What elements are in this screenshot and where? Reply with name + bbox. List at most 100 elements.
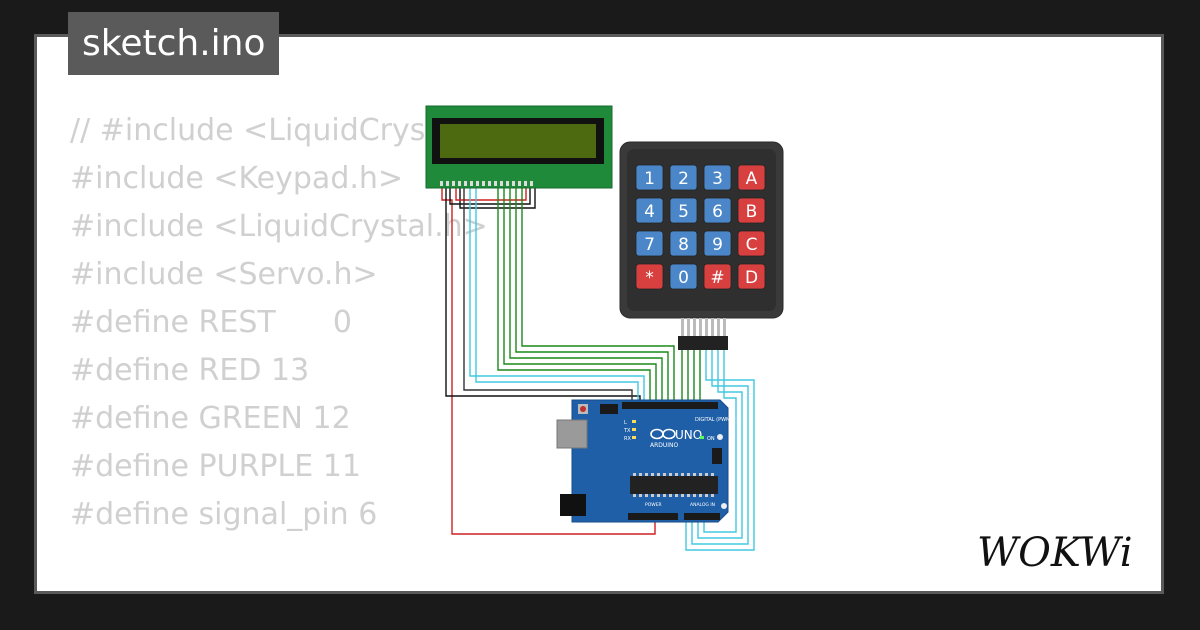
lcd-pin: [518, 181, 521, 186]
keypad-key-label: B: [746, 202, 758, 222]
lcd-pin-header: [440, 181, 533, 186]
power-header: [628, 513, 678, 520]
keypad-key[interactable]: 0: [669, 263, 698, 290]
file-tab[interactable]: sketch.ino: [68, 12, 280, 75]
analog-header: [684, 513, 720, 520]
arduino-logo-icon: [650, 428, 676, 440]
keypad-key[interactable]: 8: [669, 230, 698, 257]
keypad-key[interactable]: #: [703, 263, 732, 290]
rx-label: RX: [624, 436, 631, 442]
chip-pin: [633, 494, 636, 497]
lcd-pin: [500, 181, 503, 186]
ribbon-pin: [699, 318, 702, 336]
power-jack: [560, 494, 586, 516]
wire-green-3[interactable]: [509, 186, 663, 404]
keypad-key[interactable]: D: [737, 263, 766, 290]
lcd-pin: [494, 181, 497, 186]
lcd-pin: [506, 181, 509, 186]
chip-pin: [657, 473, 660, 476]
keypad-key-label: D: [745, 268, 758, 288]
wire-green-4[interactable]: [515, 186, 669, 404]
keypad-key[interactable]: 6: [703, 197, 732, 224]
lcd-display[interactable]: [425, 105, 613, 189]
chip-pin: [699, 494, 702, 497]
keypad-key[interactable]: 1: [635, 164, 664, 191]
code-line: #include <Servo.h>: [70, 257, 378, 292]
keypad-key[interactable]: *: [635, 263, 664, 290]
code-line: #define GREEN 12: [70, 401, 351, 436]
keypad-key-label: 6: [712, 202, 723, 222]
keypad-key-label: 8: [678, 235, 689, 255]
keypad-key-label: 9: [712, 235, 723, 255]
lcd-pin: [488, 181, 491, 186]
keypad-connector: [678, 336, 728, 350]
chip-pin: [693, 494, 696, 497]
chip-pin: [639, 473, 642, 476]
wire-red-vcc[interactable]: [441, 186, 656, 535]
wire-kp-cyan-2[interactable]: [691, 350, 749, 545]
wires: [441, 186, 755, 551]
wire-dark-1[interactable]: [463, 186, 633, 404]
chip-pin: [711, 494, 714, 497]
keypad-key[interactable]: A: [737, 164, 766, 191]
wire-green-1[interactable]: [497, 186, 651, 404]
keypad-key[interactable]: 9: [703, 230, 732, 257]
chip-pin: [645, 494, 648, 497]
ribbon-pin: [705, 318, 708, 336]
keypad-key[interactable]: B: [737, 197, 766, 224]
chip-pin: [669, 494, 672, 497]
wire-cyan-rs[interactable]: [469, 186, 645, 404]
wire-black-k[interactable]: [449, 186, 531, 205]
lcd-pin: [446, 181, 449, 186]
code-line: #define RED 13: [70, 353, 310, 388]
keypad-key[interactable]: 2: [669, 164, 698, 191]
chip-pin: [675, 494, 678, 497]
keypad-key-label: *: [645, 268, 654, 288]
keypad-key-label: 7: [644, 235, 655, 255]
keypad-key-label: 4: [644, 202, 655, 222]
power-label: POWER: [645, 502, 662, 508]
chip-pin: [705, 494, 708, 497]
wire-green-5[interactable]: [521, 186, 675, 404]
board-model: UNO: [675, 428, 702, 442]
ribbon-pin: [687, 318, 690, 336]
code-line: #define PURPLE 11: [70, 449, 361, 484]
ribbon-pin: [711, 318, 714, 336]
lcd-pin: [452, 181, 455, 186]
chip-pin: [633, 473, 636, 476]
chip-pin: [669, 473, 672, 476]
keypad-key-label: 5: [678, 202, 689, 222]
keypad-key[interactable]: 5: [669, 197, 698, 224]
keypad-key[interactable]: 7: [635, 230, 664, 257]
wire-cyan-e[interactable]: [475, 186, 639, 404]
wire-kp-cyan-3[interactable]: [697, 350, 743, 539]
code-line: #include <Keypad.h>: [70, 161, 404, 196]
wire-kp-cyan-4[interactable]: [703, 350, 737, 533]
wire-black-gnd[interactable]: [445, 186, 641, 404]
lcd-pin: [512, 181, 515, 186]
keypad-key[interactable]: 4: [635, 197, 664, 224]
wire-kp-cyan-1[interactable]: [685, 350, 755, 551]
keypad-ribbon: [681, 318, 726, 336]
arduino-uno[interactable]: DIGITAL (PWM ~) UNO ARDUINO TX RX L ON P…: [556, 399, 738, 523]
keypad-key[interactable]: 3: [703, 164, 732, 191]
lcd-pin: [458, 181, 461, 186]
wire-green-2[interactable]: [503, 186, 657, 404]
code-line: #define REST 0: [70, 305, 353, 340]
chip-pin: [657, 494, 660, 497]
keypad-key-label: #: [710, 268, 724, 288]
chip-pin: [693, 473, 696, 476]
keypad-key-label: 3: [712, 169, 723, 189]
keypad-key[interactable]: C: [737, 230, 766, 257]
wire-red-a[interactable]: [455, 186, 527, 201]
wokwi-logo[interactable]: WOKWi: [975, 528, 1155, 576]
l-label: L: [624, 420, 627, 426]
chip-pin: [711, 473, 714, 476]
lcd-pin: [476, 181, 479, 186]
chip-pin: [675, 473, 678, 476]
keypad-key-label: A: [746, 169, 758, 189]
chip-pin: [687, 494, 690, 497]
lcd-pin: [530, 181, 533, 186]
